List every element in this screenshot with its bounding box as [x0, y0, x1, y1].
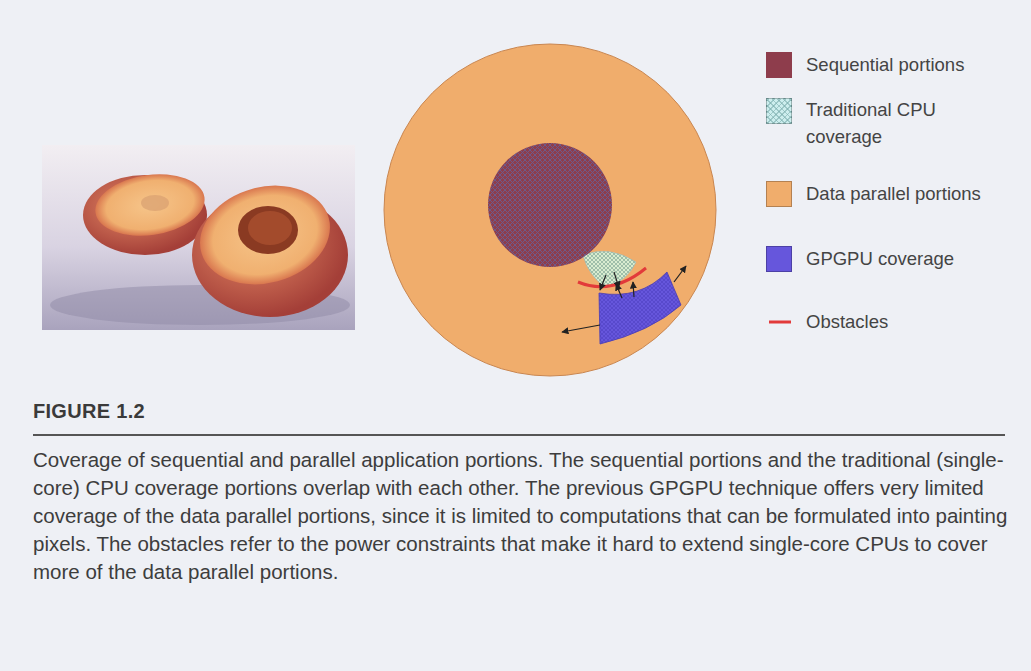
- legend-swatch: [766, 98, 792, 124]
- legend-label: Data parallel portions: [806, 180, 1016, 207]
- caption-rule: [33, 434, 1005, 436]
- legend-swatch: [766, 52, 792, 78]
- legend-label: Obstacles: [806, 308, 1006, 335]
- legend-swatch: [766, 246, 792, 272]
- legend-swatch: [766, 181, 792, 207]
- legend-label: Sequential portions: [806, 51, 1006, 78]
- legend-line-sample: [769, 321, 791, 324]
- legend-label: Traditional CPU coverage: [806, 96, 966, 150]
- figure-title: FIGURE 1.2: [33, 400, 145, 423]
- figure-caption: Coverage of sequential and parallel appl…: [33, 446, 1008, 586]
- legend-label: GPGPU coverage: [806, 245, 1006, 272]
